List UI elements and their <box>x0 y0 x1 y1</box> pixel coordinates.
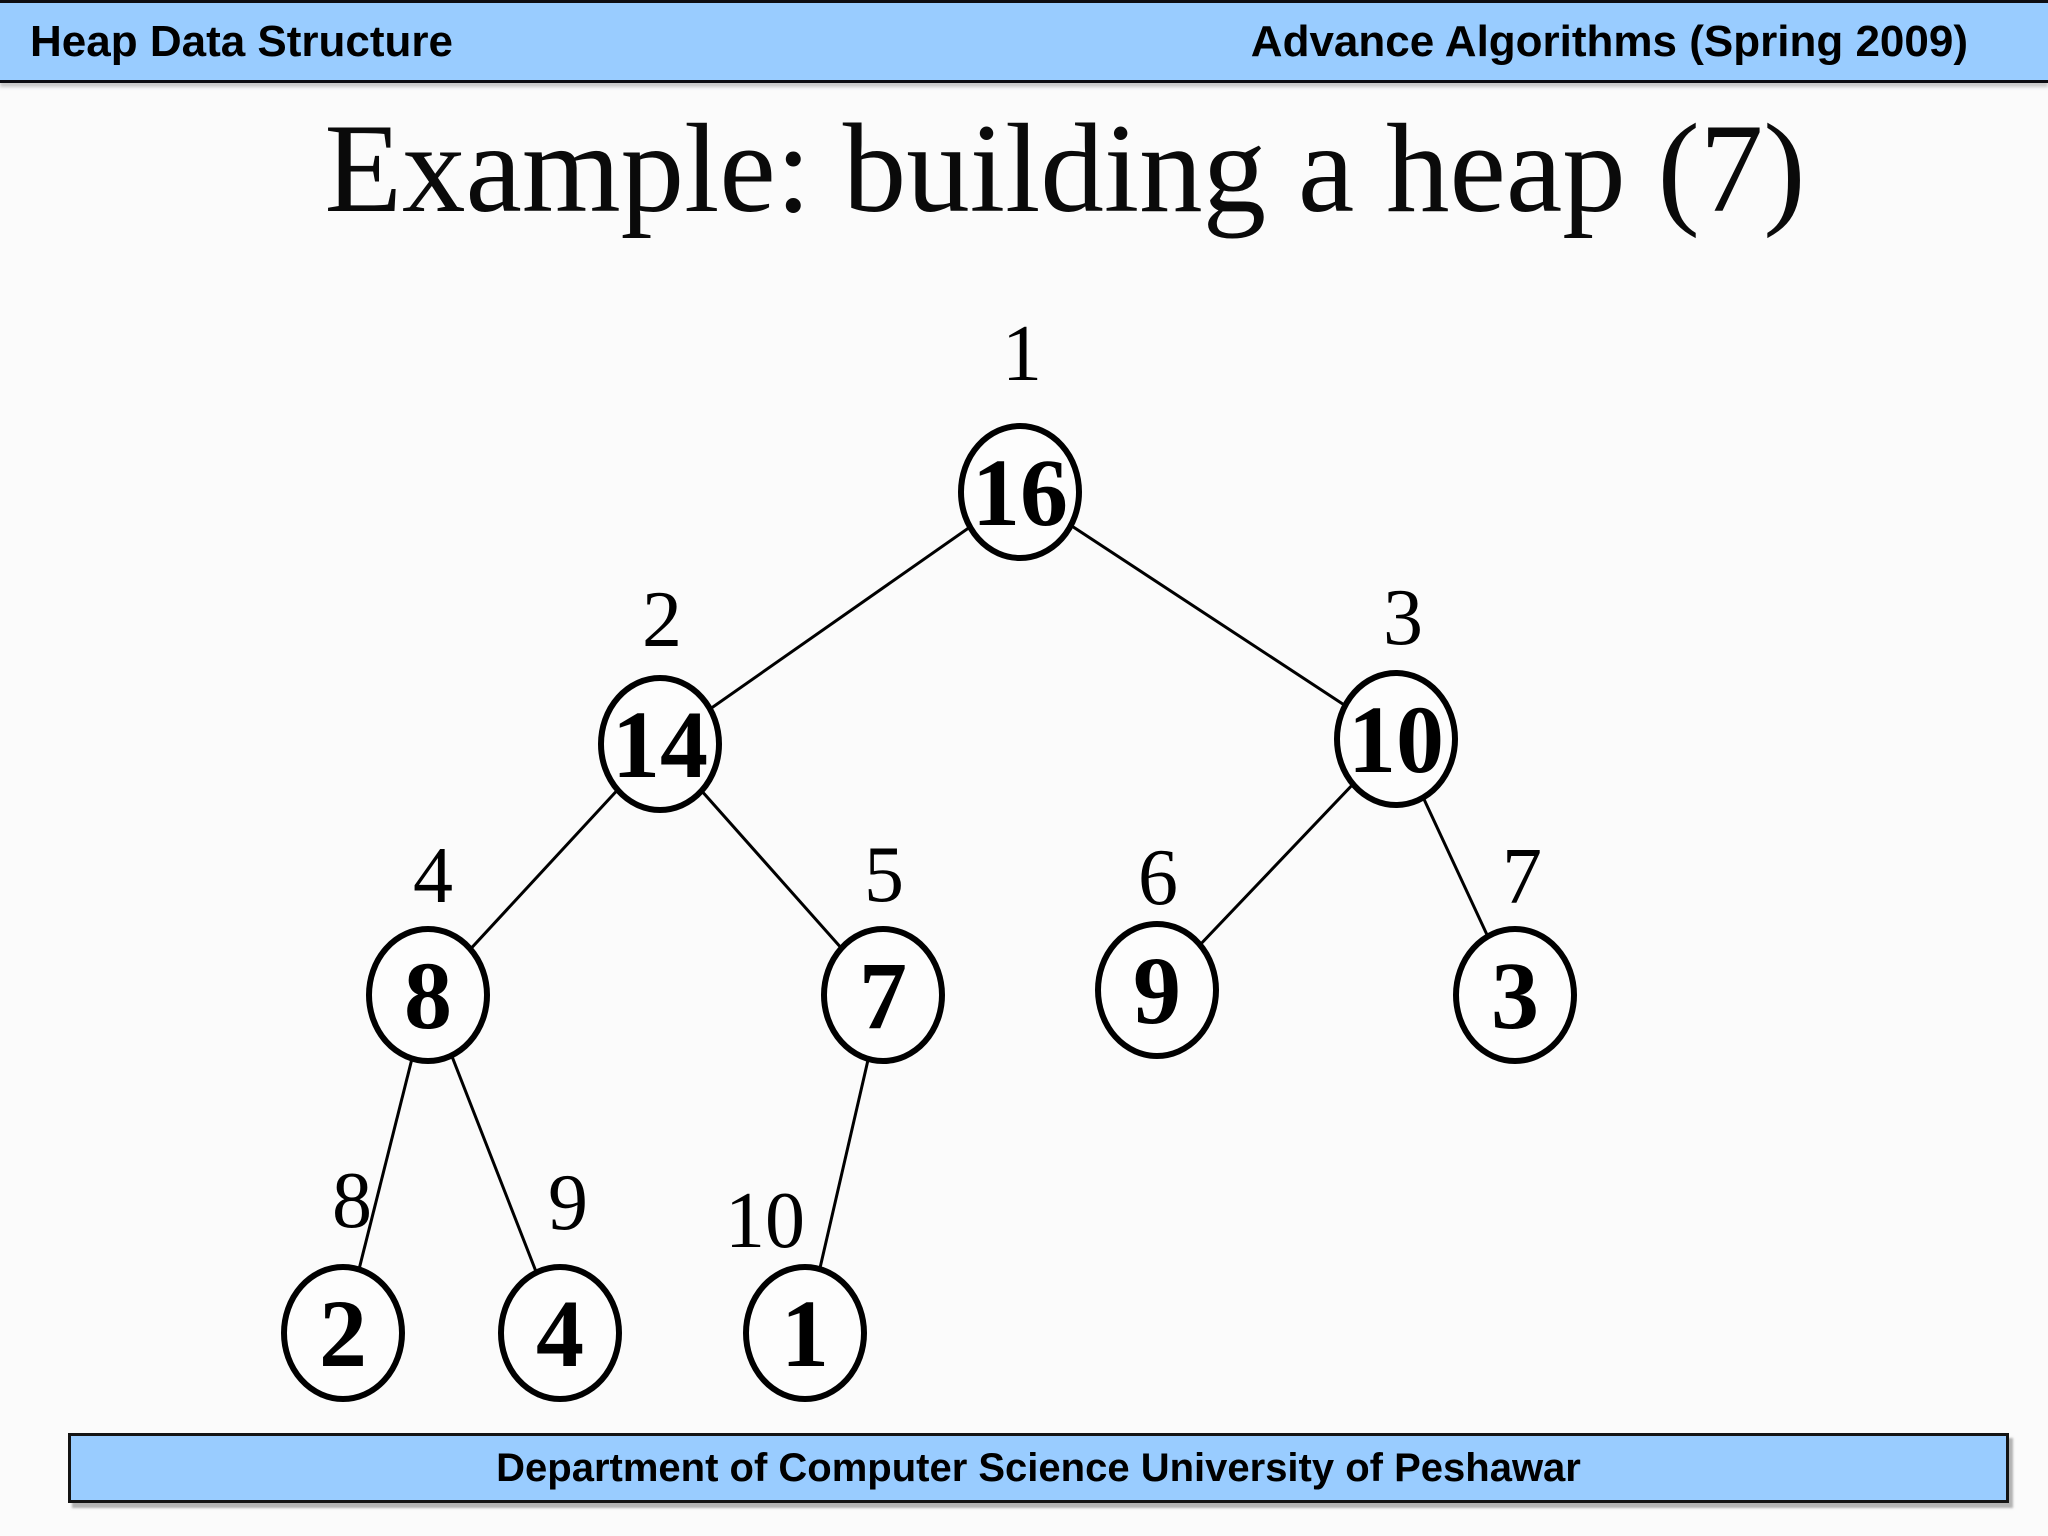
tree-node-circle <box>1453 926 1577 1064</box>
footer-bar: Department of Computer Science Universit… <box>68 1433 2009 1503</box>
tree-node-value: 3 <box>1491 942 1539 1049</box>
tree-node-index-label: 2 <box>642 576 682 664</box>
tree-node-index-label: 6 <box>1138 834 1178 922</box>
tree-node-value: 8 <box>404 942 452 1049</box>
tree-node-index-label: 4 <box>413 832 453 920</box>
tree-node-circle <box>743 1264 867 1402</box>
tree-node-circle <box>598 675 722 813</box>
tree-edge <box>659 490 1021 746</box>
tree-node-value: 9 <box>1133 937 1181 1044</box>
slide-title: Example: building a heap (7) <box>324 99 1806 239</box>
tree-node-circle <box>366 926 490 1064</box>
tree-node-value: 14 <box>612 691 708 798</box>
tree-node-value: 16 <box>972 439 1068 546</box>
tree-node-value: 7 <box>859 942 907 1049</box>
tree-node-value: 1 <box>781 1280 829 1387</box>
header-bar: Heap Data Structure Advance Algorithms (… <box>0 0 2048 83</box>
footer-text: Department of Computer Science Universit… <box>496 1445 1581 1490</box>
tree-node-index-label: 1 <box>1002 310 1042 398</box>
tree-node-circle <box>1334 670 1458 808</box>
tree-node-circle <box>281 1264 405 1402</box>
tree-node-circle <box>821 926 945 1064</box>
tree-node-value: 4 <box>536 1280 584 1387</box>
tree-node-index-label: 10 <box>725 1177 805 1265</box>
tree-node-circle <box>958 423 1082 561</box>
header-left-title: Heap Data Structure <box>30 16 454 66</box>
tree-node-index-label: 3 <box>1383 574 1423 662</box>
tree-edge <box>1019 490 1397 741</box>
tree-node-value: 10 <box>1348 686 1444 793</box>
tree-node-circle <box>498 1264 622 1402</box>
tree-node-value: 2 <box>319 1280 367 1387</box>
header-right-title: Advance Algorithms (Spring 2009) <box>1250 16 1968 66</box>
tree-node-index-label: 7 <box>1502 833 1542 921</box>
tree-node-index-label: 8 <box>332 1157 372 1245</box>
tree-node-circle <box>1095 921 1219 1059</box>
tree-node-index-label: 9 <box>548 1159 588 1247</box>
tree-node-index-label: 5 <box>864 831 904 919</box>
